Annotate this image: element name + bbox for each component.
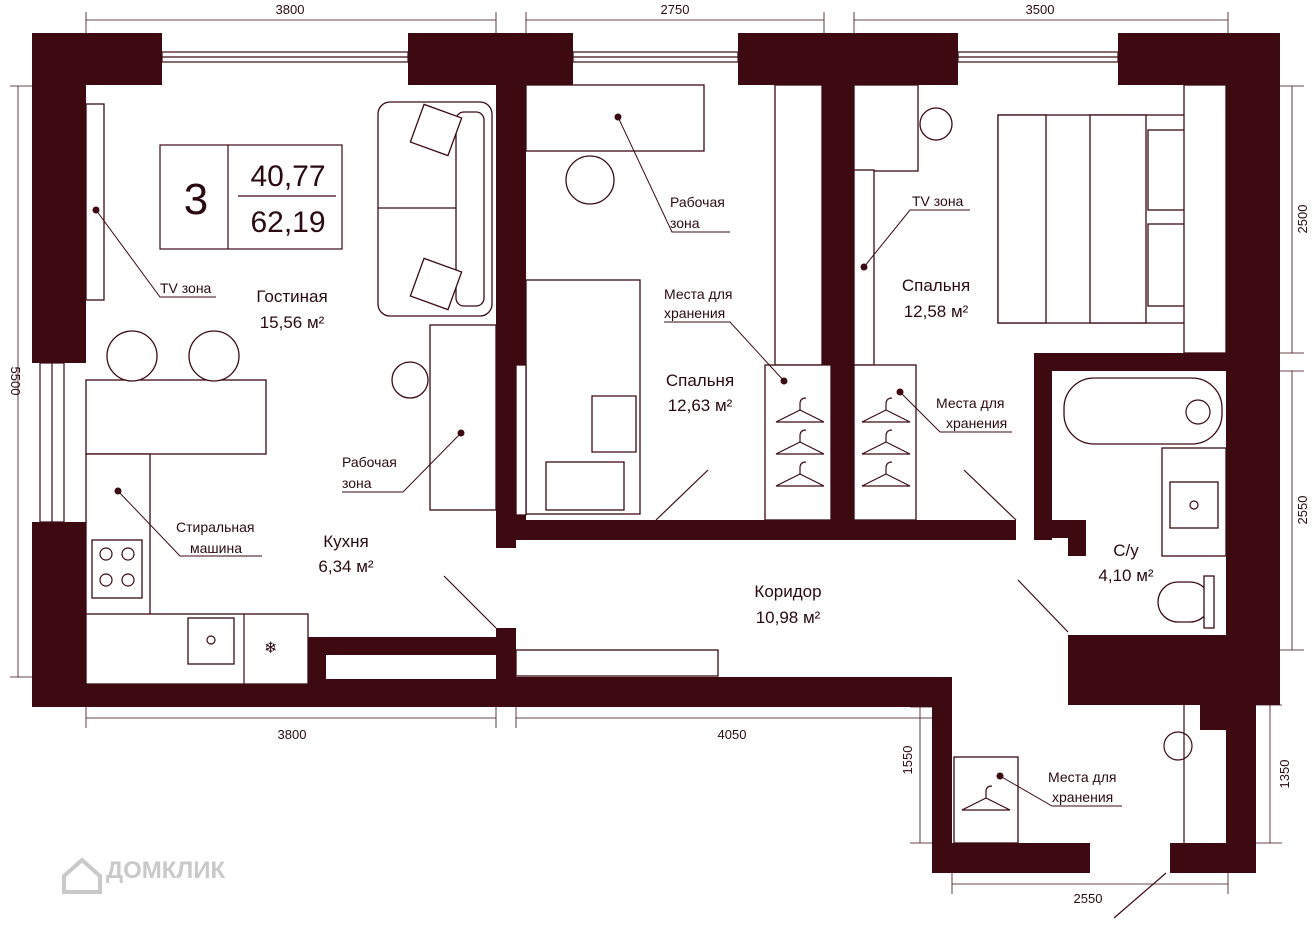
room-name-kitchen: Кухня — [323, 532, 369, 551]
note-work-bed-2: зона — [670, 215, 700, 231]
walls — [32, 33, 1280, 873]
dimension-labels: 3800 2750 3500 3800 4050 2550 5500 2500 … — [8, 2, 1310, 906]
dim-right-1: 2500 — [1295, 205, 1310, 234]
dimension-lines — [10, 12, 1304, 894]
dim-bottom-3: 2550 — [1074, 891, 1103, 906]
dim-right-3: 1350 — [1277, 760, 1292, 789]
room-name-bath: С/у — [1113, 541, 1139, 560]
note-work-living-2: зона — [342, 475, 372, 491]
room-area-bedroom1: 12,63 м² — [668, 396, 733, 415]
dim-left-lower: 1550 — [900, 746, 915, 775]
dim-right-2: 2550 — [1295, 496, 1310, 525]
svg-text:❄: ❄ — [264, 640, 277, 657]
note-washer-1: Стиральная — [176, 519, 254, 535]
note-tv-bed: TV зона — [912, 193, 964, 209]
total-area: 62,19 — [250, 206, 325, 239]
watermark-text: ДОМКЛИК — [106, 857, 225, 884]
windows — [39, 51, 1119, 523]
living-area: 40,77 — [250, 160, 325, 193]
note-work-bed-1: Рабочая — [670, 194, 725, 210]
note-storage-2b: хранения — [946, 415, 1007, 431]
watermark: ДОМКЛИК — [62, 857, 225, 894]
room-name-bedroom2: Спальня — [902, 276, 970, 295]
note-storage-1b: хранения — [664, 305, 725, 321]
note-storage-2a: Места для — [936, 395, 1004, 411]
room-name-bedroom1: Спальня — [666, 371, 734, 390]
room-area-kitchen: 6,34 м² — [318, 557, 373, 576]
doors — [443, 469, 1167, 919]
room-area-bath: 4,10 м² — [1098, 566, 1153, 585]
note-storage-3a: Места для — [1048, 769, 1116, 785]
room-name-corridor: Коридор — [754, 582, 821, 601]
apartment-badge: 3 40,77 62,19 — [159, 144, 343, 250]
dim-bottom-2: 4050 — [718, 727, 747, 742]
dim-top-2: 2750 — [661, 2, 690, 17]
note-tv-living: TV зона — [160, 280, 212, 296]
room-area-living: 15,56 м² — [260, 313, 325, 332]
dim-top-3: 3500 — [1026, 2, 1055, 17]
note-washer-2: машина — [190, 540, 242, 556]
room-area-corridor: 10,98 м² — [756, 608, 821, 627]
note-storage-1a: Места для — [664, 286, 732, 302]
hanger-icons — [775, 397, 1011, 811]
dim-left: 5500 — [8, 367, 23, 396]
furniture: ❄ — [85, 84, 1227, 844]
callouts: TV зона Рабочая зона Стиральная машина Р… — [92, 113, 1122, 807]
room-name-living: Гостиная — [256, 287, 327, 306]
room-labels: Гостиная 15,56 м² Кухня 6,34 м² Спальня … — [256, 276, 1154, 627]
dim-top-1: 3800 — [276, 2, 305, 17]
room-area-bedroom2: 12,58 м² — [904, 302, 969, 321]
note-storage-3b: хранения — [1052, 789, 1113, 805]
dim-bottom-1: 3800 — [278, 727, 307, 742]
room-count: 3 — [184, 175, 208, 224]
note-work-living-1: Рабочая — [342, 454, 397, 470]
